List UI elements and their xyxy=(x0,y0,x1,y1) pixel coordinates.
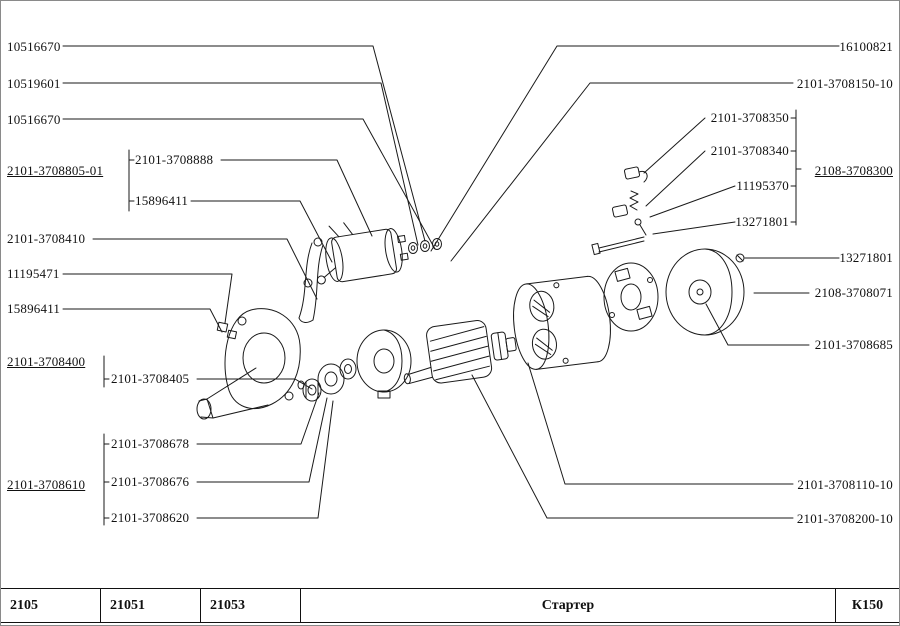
terminal-hardware-drawing xyxy=(408,238,442,254)
part-number-label: 2101-3708888 xyxy=(135,152,214,167)
part-number-label: 16100821 xyxy=(839,39,893,54)
part-number-label: 2101-3708340 xyxy=(710,143,789,158)
group-brackets xyxy=(103,109,802,526)
part-number-label: 11195370 xyxy=(736,178,789,193)
part-number-label: 15896411 xyxy=(7,301,61,316)
drive-end-housing-drawing xyxy=(196,308,301,420)
part-number-label: 2101-3708350 xyxy=(710,110,789,125)
diagram-title: Стартер xyxy=(301,589,836,622)
part-number-label: 13271801 xyxy=(735,214,789,229)
bendix-drive-drawing xyxy=(297,358,357,402)
model-cell: 2105 xyxy=(1,589,101,622)
part-number-label: 2101-3708410 xyxy=(7,231,86,246)
model-cell: 21051 xyxy=(101,589,201,622)
part-number-label: 2101-3708676 xyxy=(111,474,190,489)
part-number-label: 13271801 xyxy=(839,250,893,265)
model-cell: 21053 xyxy=(201,589,301,622)
part-number-label: 10519601 xyxy=(7,76,61,91)
assembly-number-label: 2101-3708610 xyxy=(7,477,86,492)
part-number-label: 10516670 xyxy=(7,39,61,54)
part-number-label: 2101-3708150-10 xyxy=(796,76,893,91)
end-cap-drawing xyxy=(665,248,745,336)
part-number-label: 2101-3708110-10 xyxy=(797,477,893,492)
tie-bolt-drawing xyxy=(591,236,645,256)
assembly-number-label: 2101-3708805-01 xyxy=(7,163,104,178)
footer-table: 2105 21051 21053 Стартер К150 xyxy=(1,588,899,623)
nut-and-washer-drawing xyxy=(216,321,238,340)
part-number-label: 2101-3708620 xyxy=(111,510,190,525)
stator-housing-drawing xyxy=(513,275,611,370)
part-number-label: 2101-3708405 xyxy=(111,371,190,386)
intermediate-plate-drawing xyxy=(356,329,412,399)
part-number-label: 2101-3708200-10 xyxy=(796,511,893,526)
solenoid-drawing xyxy=(316,222,409,285)
brush-holder-plate-drawing xyxy=(603,262,659,332)
assembly-number-label: 2108-3708300 xyxy=(814,163,893,178)
part-number-label: 2108-3708071 xyxy=(814,285,893,300)
assembly-number-label: 2101-3708400 xyxy=(7,354,86,369)
engagement-lever-drawing xyxy=(298,237,324,323)
armature-drawing xyxy=(403,320,517,385)
page-code: К150 xyxy=(851,597,884,613)
part-number-label: 15896411 xyxy=(135,193,189,208)
leader-lines xyxy=(62,45,840,519)
part-number-label: 10516670 xyxy=(7,112,61,127)
part-number-label: 2101-3708678 xyxy=(111,436,190,451)
brush-and-spring-drawing xyxy=(611,166,648,236)
part-number-label: 11195471 xyxy=(7,266,60,281)
cap-screw-drawing xyxy=(735,253,745,263)
part-number-label: 2101-3708685 xyxy=(814,337,893,352)
